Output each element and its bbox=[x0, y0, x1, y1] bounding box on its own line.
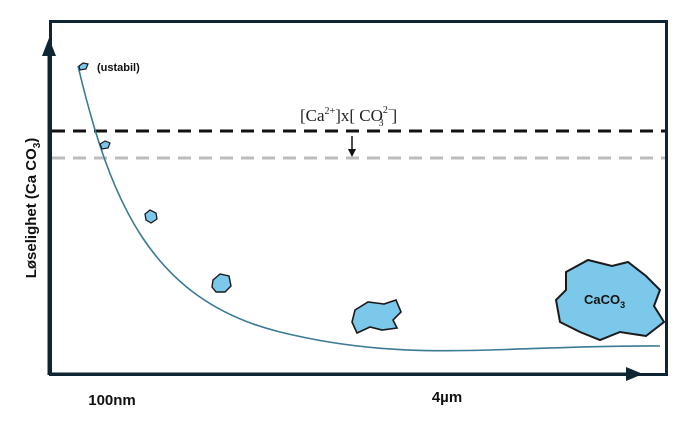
ion-product-label: [Ca2+]x[ CO2−3] bbox=[300, 105, 397, 129]
crystal-label: CaCO3 bbox=[584, 292, 625, 310]
unstable-note: (ustabil) bbox=[97, 62, 140, 74]
particle-3 bbox=[144, 209, 158, 224]
down-arrow-head bbox=[348, 149, 356, 157]
solubility-curve bbox=[77, 65, 661, 352]
x-tick-100nm: 100nm bbox=[88, 392, 136, 409]
particle-4 bbox=[211, 273, 232, 293]
y-axis-arrowhead bbox=[42, 38, 56, 56]
particle-1 bbox=[78, 62, 89, 71]
particle-large-caco3 bbox=[554, 258, 666, 342]
particle-5 bbox=[351, 299, 402, 335]
x-axis-arrowhead bbox=[626, 367, 643, 381]
x-tick-4um: 4µm bbox=[432, 389, 462, 406]
y-axis-label: Løselighet (Ca CO3) bbox=[23, 138, 43, 279]
particle-2 bbox=[99, 140, 111, 150]
